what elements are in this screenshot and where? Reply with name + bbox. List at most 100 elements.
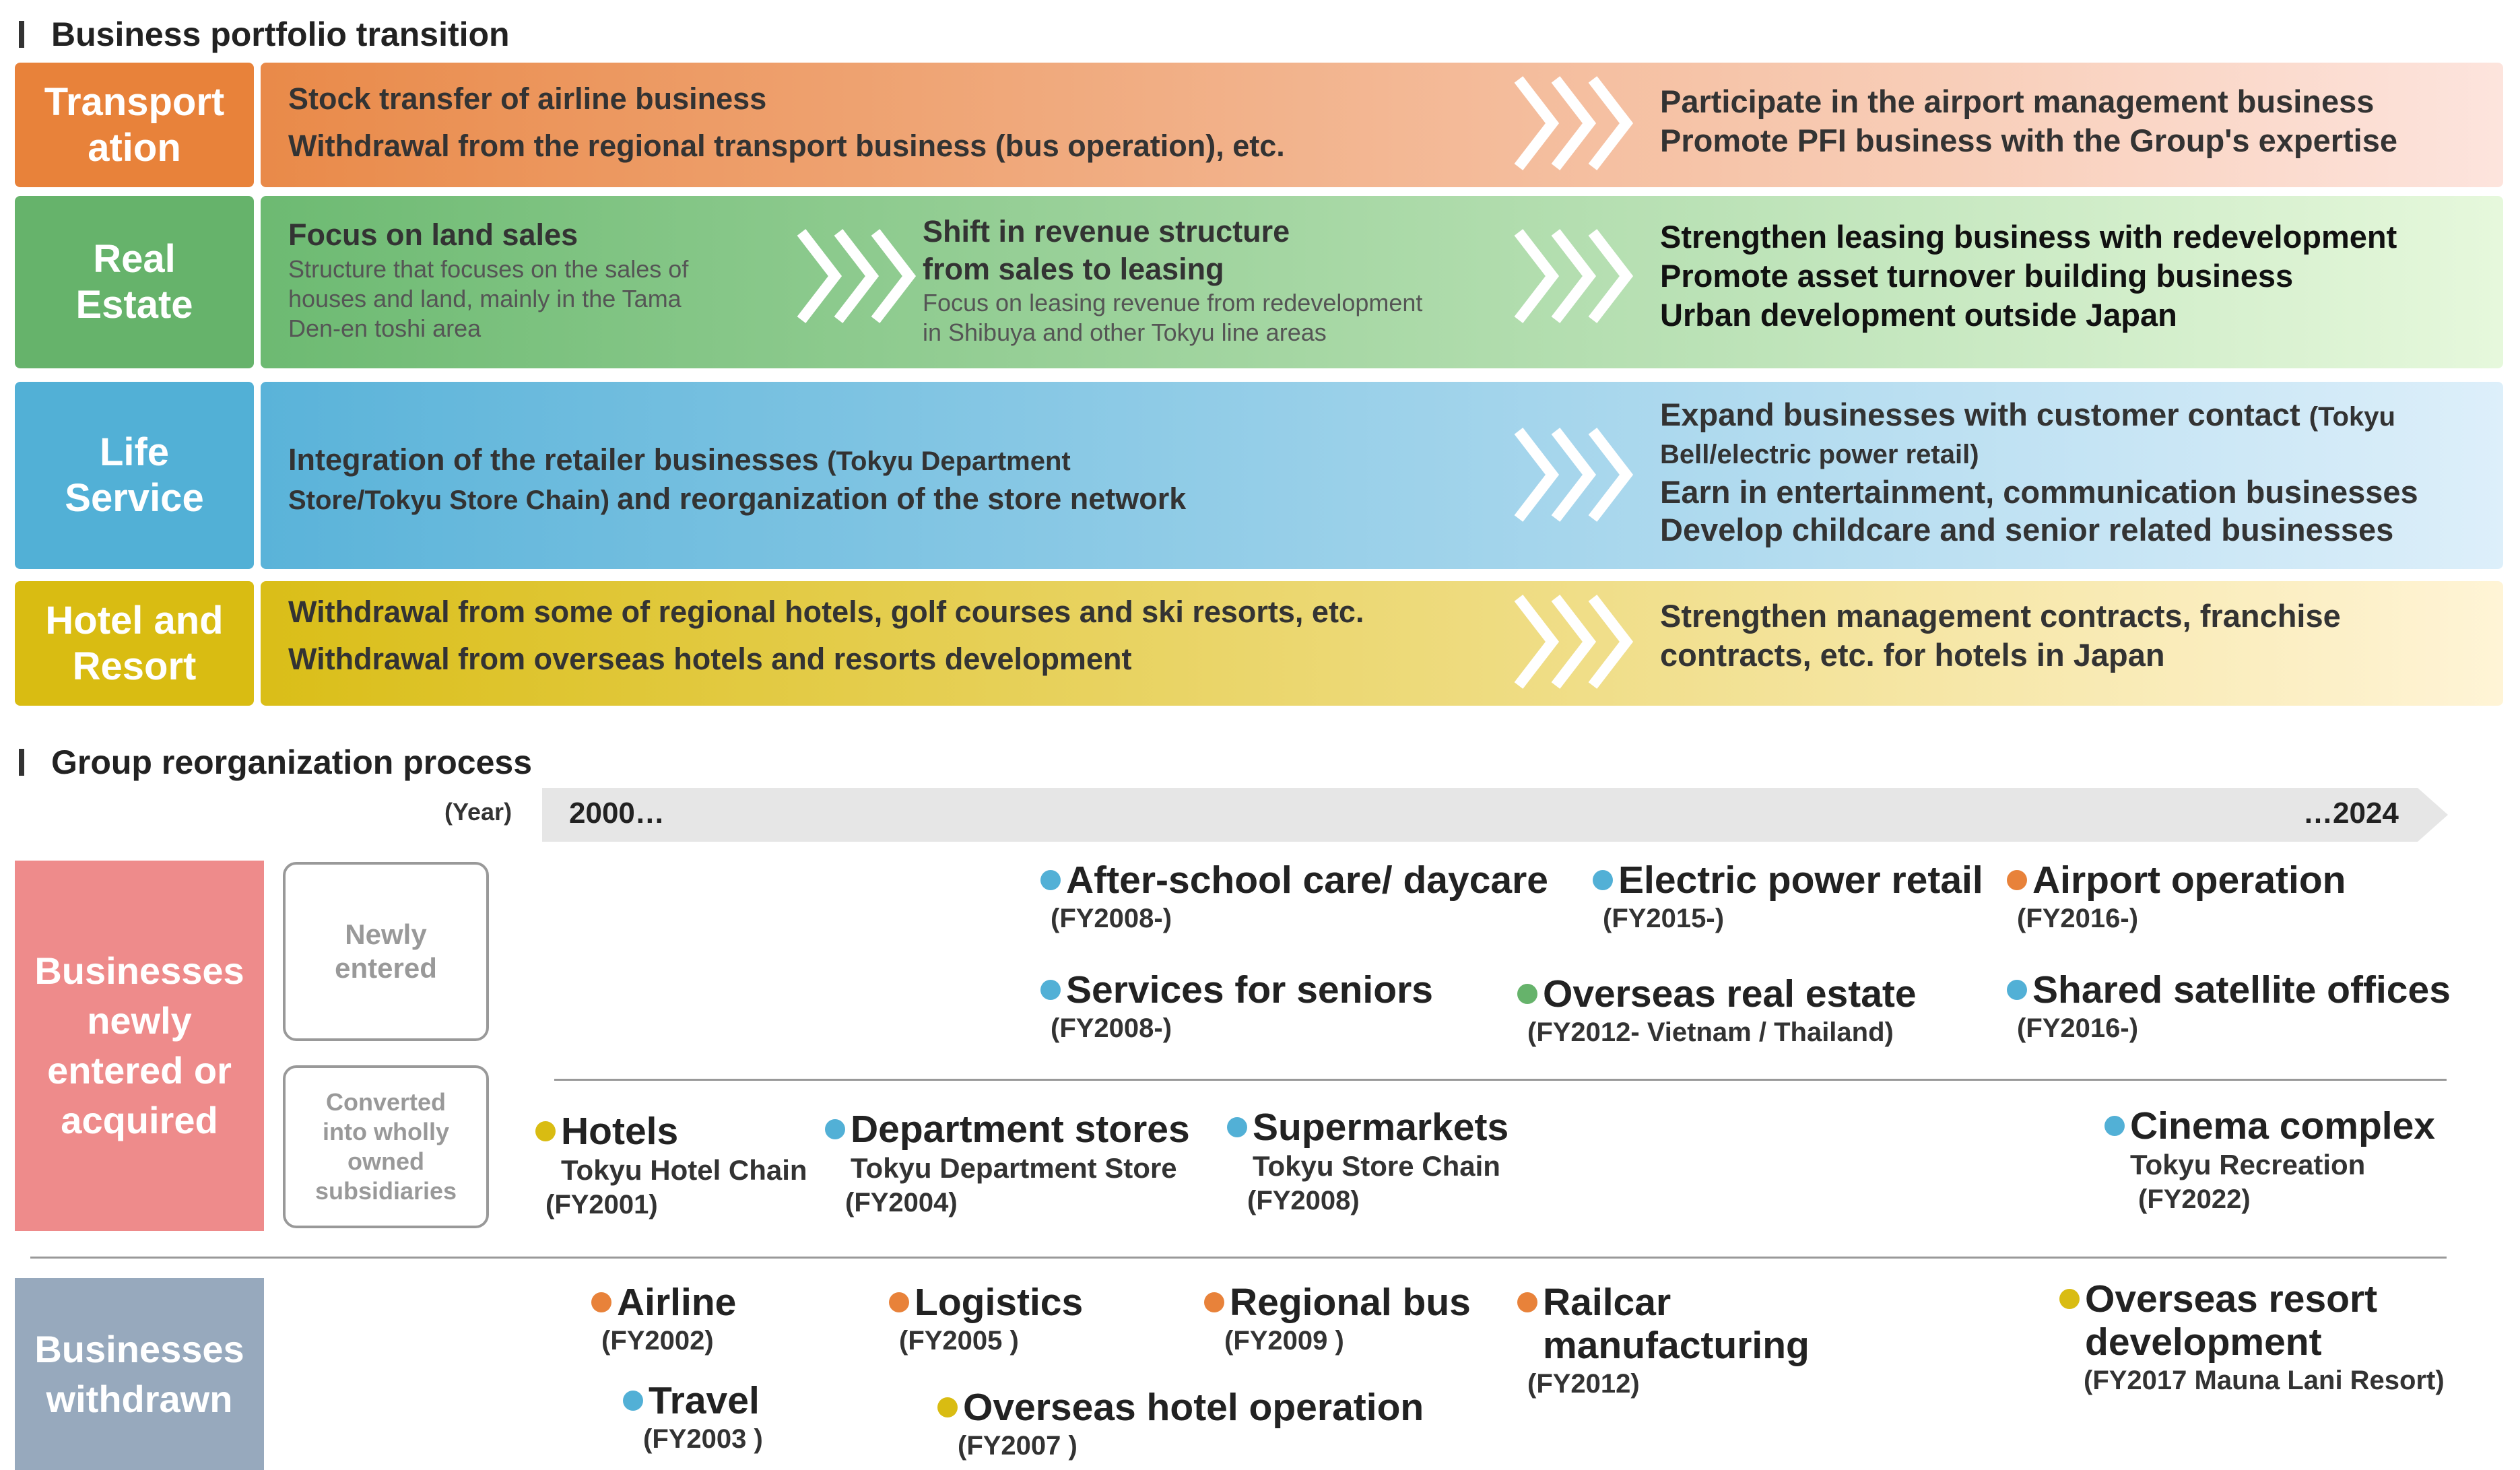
life-left-part: Store/Tokyu Store Chain) [288,486,618,515]
life-right-part: Bell/electric power retail) [1660,440,1979,469]
newly-entered-item: After-school care/ daycare (FY2008-) [1040,859,1548,935]
category-dot-icon [2104,1116,2125,1136]
title-marker [19,749,24,776]
item-title: After-school care/ daycare [1066,859,1548,902]
item-title: Overseas real estate [1543,972,1917,1015]
item-year: (FY2016-) [2017,1013,2139,1043]
chevron-arrows-icon [1514,595,1634,689]
category-dot-icon [1227,1117,1247,1137]
withdrawn-item: Railcar manufacturing (FY2012) [1517,1281,1810,1401]
row-label-life-service: Life Service [15,382,254,569]
item-year: (FY2016-) [2017,904,2139,933]
hotel-right-line: contracts, etc. for hotels in Japan [1660,637,2165,673]
category-dot-icon [535,1121,556,1141]
band-transportation [261,63,2503,187]
life-left-part: (Tokyu Department [827,446,1071,476]
category-dot-icon [623,1391,643,1411]
acquired-item: Hotels Tokyu Hotel Chain (FY2001) [535,1110,807,1222]
item-year: (FY2012) [1527,1369,1640,1399]
chevron-arrows-icon [1514,229,1634,323]
item-title: Services for seniors [1066,968,1433,1011]
withdrawn-item: Overseas resort development (FY2017 Maun… [2059,1277,2445,1397]
transport-left-line: Withdrawal from the regional transport b… [288,129,1285,163]
item-title: Cinema complex [2130,1104,2435,1147]
item-year: (FY2008) [1247,1186,1360,1215]
withdrawn-item: Travel (FY2003 ) [623,1379,763,1456]
category-dot-icon [2007,870,2027,890]
category-dot-icon [1593,870,1613,890]
real-estate-right-line: Promote asset turnover building business [1660,258,2294,294]
item-title: Travel [649,1379,760,1422]
chevron-arrows-icon [797,229,917,323]
real-estate-right-line: Urban development outside Japan [1660,297,2177,333]
hotel-left-line: Withdrawal from some of regional hotels,… [288,595,1364,629]
item-year: (FY2015-) [1603,904,1725,933]
life-right-part: (Tokyu [2309,402,2395,432]
divider-line [30,1257,2447,1259]
reorg-section-title: Group reorganization process [19,743,532,782]
item-year: (FY2008-) [1051,1013,1172,1043]
item-title: Airport operation [2032,859,2346,902]
item-year: (FY2012- Vietnam / Thailand) [1527,1017,1894,1047]
item-title: Overseas hotel operation [963,1386,1424,1429]
item-company: Tokyu Recreation [2130,1149,2366,1180]
title-marker [19,21,24,48]
divider-line [554,1079,2447,1081]
acquired-item: Cinema complex Tokyu Recreation (FY2022) [2104,1104,2435,1216]
life-right-part: Expand businesses with customer contact [1660,397,2309,432]
life-left-part: Integration of the retailer businesses [288,442,828,477]
band-real-estate [261,196,2503,368]
transport-right-line: Participate in the airport management bu… [1660,83,2375,119]
category-dot-icon [889,1292,909,1312]
transport-left-text: Stock transfer of airline business Withd… [288,75,1285,170]
portfolio-section-title: Business portfolio transition [19,15,510,54]
item-title: Supermarkets [1253,1106,1509,1149]
life-right-part: Earn in entertainment, communication bus… [1660,474,2418,510]
category-dot-icon [591,1292,611,1312]
item-title: Airline [617,1281,737,1324]
transport-right-text: Participate in the airport management bu… [1660,82,2397,160]
item-title: Logistics [915,1281,1084,1324]
group-newly-entered-label: Businesses newly entered or acquired [15,861,264,1231]
category-dot-icon [1204,1292,1224,1312]
converted-subsidiaries-box: Converted into wholly owned subsidiaries [283,1065,489,1228]
item-year: (FY2017 Mauna Lani Resort) [2084,1366,2445,1395]
newly-entered-item: Overseas real estate (FY2012- Vietnam / … [1517,972,1917,1049]
real-estate-right-text: Strengthen leasing business with redevel… [1660,218,2397,335]
item-company: Tokyu Store Chain [1253,1150,1500,1182]
acquired-item: Department stores Tokyu Department Store… [825,1108,1190,1220]
life-left-part: and reorganization of the store network [617,481,1187,516]
category-dot-icon [825,1119,845,1139]
chevron-arrows-icon [1514,428,1634,522]
timeline-start: 2000… [569,797,665,830]
item-year: (FY2007 ) [958,1431,1077,1461]
transport-right-line: Promote PFI business with the Group's ex… [1660,123,2398,158]
life-service-right-text: Expand businesses with customer contact … [1660,396,2418,549]
hotel-left-line: Withdrawal from overseas hotels and reso… [288,642,1132,676]
category-dot-icon [2059,1289,2080,1309]
item-year: (FY2001) [545,1190,658,1220]
newly-entered-box: Newly entered [283,862,489,1041]
item-title: Electric power retail [1618,859,1983,902]
item-year: (FY2022) [2138,1184,2251,1214]
life-service-left-text: Integration of the retailer businesses (… [288,441,1186,519]
band-hotel-resort [261,581,2503,706]
category-dot-icon [937,1397,958,1417]
newly-entered-item: Services for seniors (FY2008-) [1040,968,1433,1045]
reorg-title-text: Group reorganization process [51,743,533,781]
band-life-service [261,382,2503,569]
item-year: (FY2008-) [1051,904,1172,933]
hotel-right-text: Strengthen management contracts, franchi… [1660,597,2341,675]
real-estate-right-line: Strengthen leasing business with redevel… [1660,219,2397,255]
row-label-real-estate: Real Estate [15,196,254,368]
item-company: Tokyu Department Store [851,1152,1177,1184]
timeline-arrow [542,788,2448,842]
withdrawn-item: Airline (FY2002) [591,1281,736,1358]
category-dot-icon [1040,870,1061,890]
portfolio-title-text: Business portfolio transition [51,15,510,53]
real-estate-left-title: Focus on land sales [288,218,578,252]
year-label: (Year) [444,798,512,826]
group-withdrawn-label: Businesses withdrawn [15,1278,264,1470]
category-dot-icon [1517,1292,1537,1312]
category-dot-icon [1517,984,1537,1004]
